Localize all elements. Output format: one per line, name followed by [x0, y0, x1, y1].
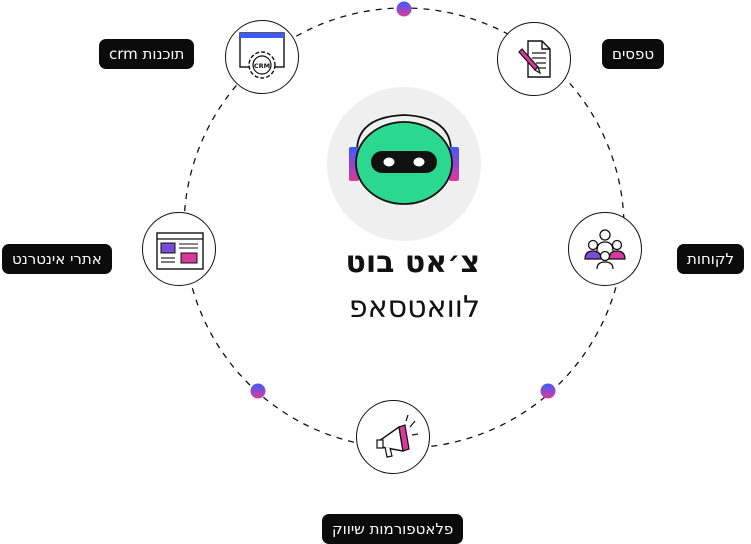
label-tips: טפסים: [602, 39, 665, 69]
ring-dot-left: [250, 383, 266, 399]
center-circle: [327, 87, 481, 241]
robot-icon: [349, 114, 459, 205]
node-customers: [568, 212, 642, 286]
label-customers: לקוחות: [677, 244, 744, 274]
web-page-icon: [156, 232, 204, 270]
node-tips: [497, 22, 571, 96]
node-crm: CRM: [225, 20, 299, 94]
label-websites: אתרי אינטרנט: [2, 244, 112, 274]
node-websites: [142, 212, 216, 286]
center-title: צ׳אט בוט: [345, 245, 480, 280]
label-marketing: פלאטפורמות שיווק: [322, 514, 464, 544]
megaphone-icon: [376, 414, 419, 458]
people-group-icon: [584, 229, 626, 270]
label-crm: תוכנות crm: [99, 39, 195, 69]
svg-text:CRM: CRM: [254, 62, 270, 70]
crm-gear-icon: CRM: [239, 32, 285, 79]
node-marketing: [356, 400, 430, 474]
center-subtitle: לוואטסאפ: [348, 290, 480, 325]
ring-dot-top: [396, 1, 412, 17]
document-pen-icon: [518, 40, 551, 78]
ring-dot-right: [540, 383, 556, 399]
